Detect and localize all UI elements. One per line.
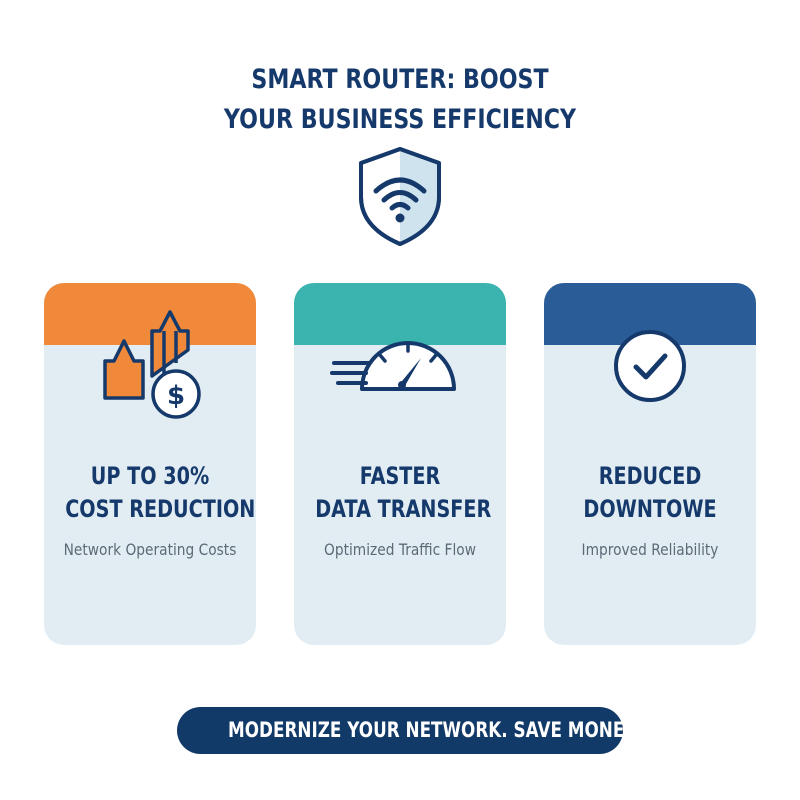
card-data-transfer: FASTER DATA TRANSFER Optimized Traffic F… [294,283,506,645]
card-cost-reduction: $ UP TO 30% COST REDUCTION Network Opera… [44,283,256,645]
check-circle-icon [614,330,686,402]
card-accent-band [294,283,506,345]
headline-line-1: FASTER [359,462,441,490]
card-accent-band [44,283,256,345]
headline-line-2: DOWNTOWE [583,495,717,523]
card-reduced-downtime: REDUCED DOWNTOWE Improved Reliability [544,283,756,645]
card-subtext: Network Operating Costs [63,540,237,559]
modernize-network-button[interactable]: MODERNIZE YOUR NETWORK. SAVE MONEY [177,707,636,754]
page-title: SMART ROUTER: BOOST YOUR BUSINESS EFFICI… [72,60,728,140]
headline-line-2: COST REDUCTION [65,495,256,523]
card-headline: UP TO 30% COST REDUCTION [65,460,256,526]
cta-label: MODERNIZE YOUR NETWORK. SAVE MONEY [228,718,637,742]
title-line-2: YOUR BUSINESS EFFICIENCY [223,104,577,136]
card-subtext: Optimized Traffic Flow [324,540,476,559]
card-headline: REDUCED DOWNTOWE [565,460,735,526]
cost-arrows-dollar-icon: $ [103,310,201,419]
speedometer-icon [330,341,456,391]
card-subtext: Improved Reliability [581,540,719,559]
wifi-shield-icon [359,147,441,246]
card-headline: FASTER DATA TRANSFER [315,460,492,526]
headline-line-1: UP TO 30% [90,462,210,490]
title-line-1: SMART ROUTER: BOOST [251,64,549,96]
headline-line-2: DATA TRANSFER [315,495,492,523]
headline-line-1: REDUCED [598,462,702,490]
svg-text:$: $ [167,381,185,411]
